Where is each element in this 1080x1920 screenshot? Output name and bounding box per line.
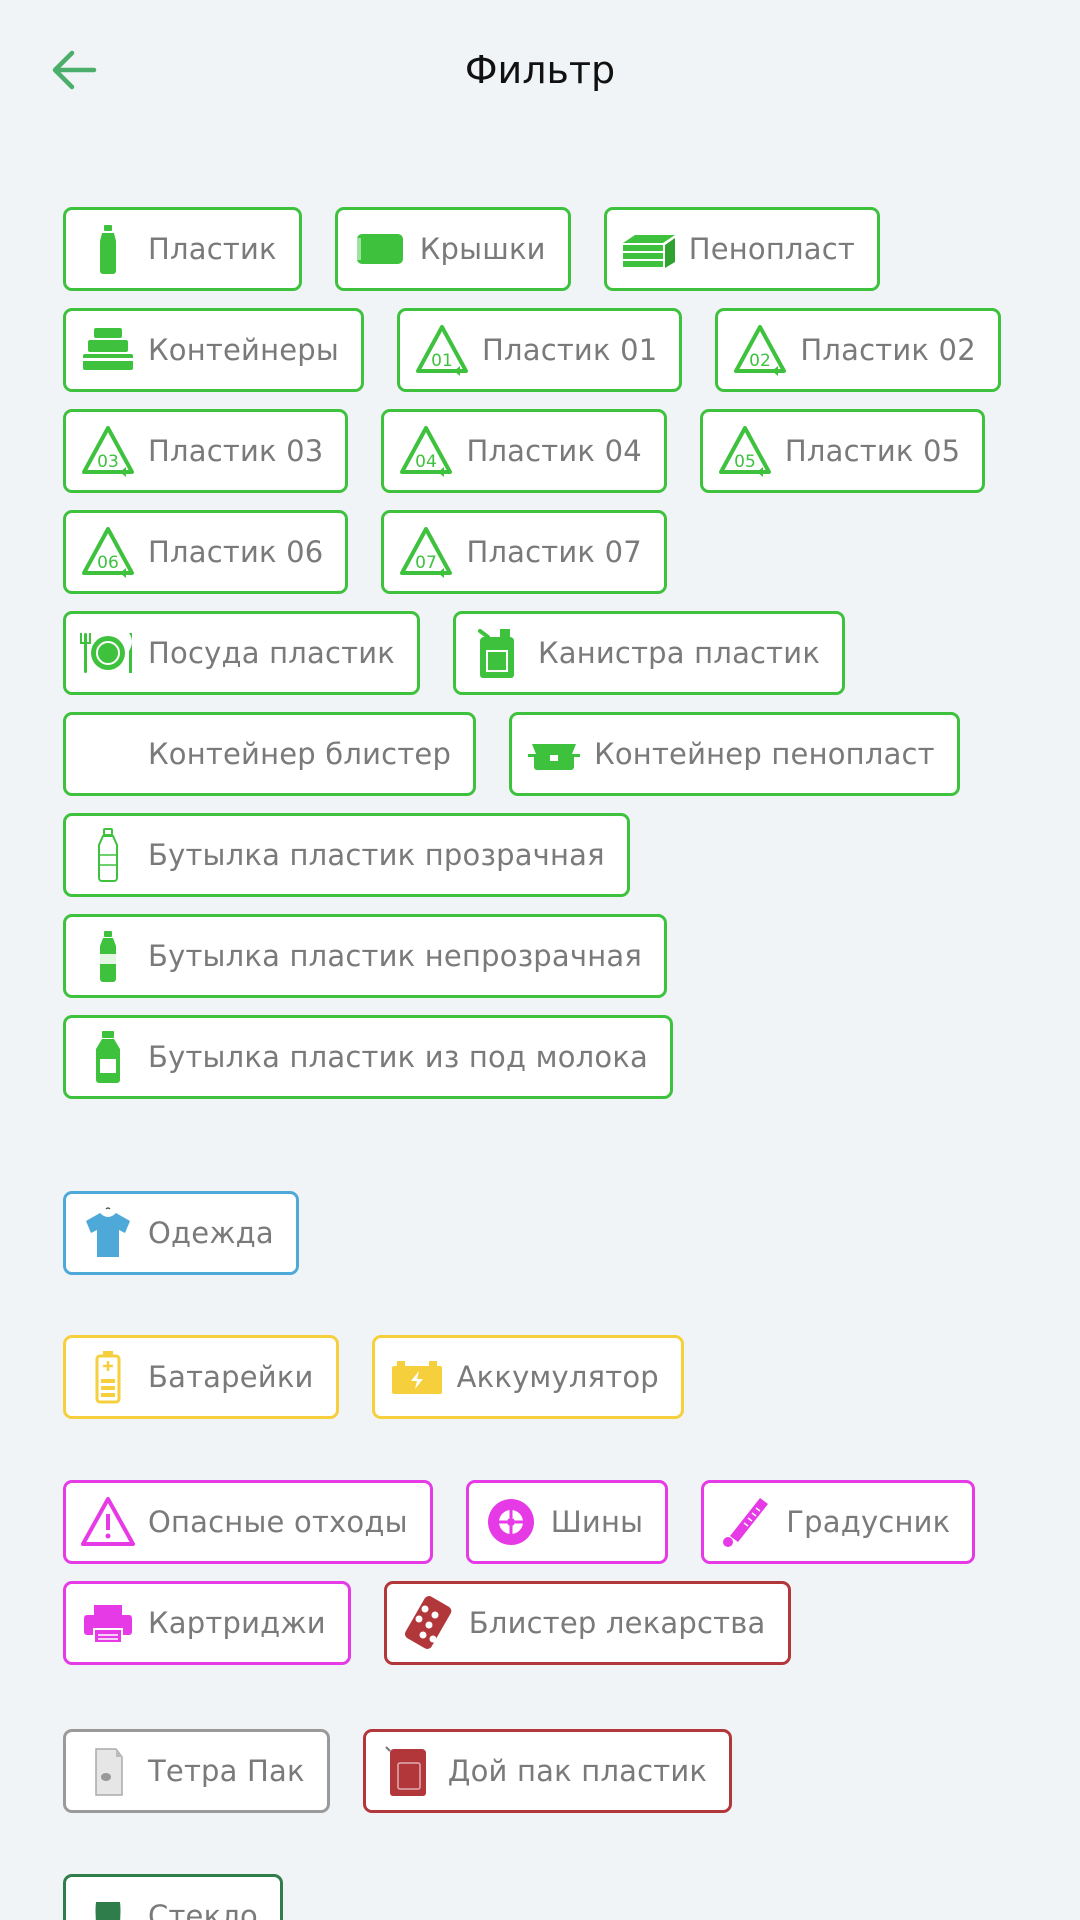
filter-chip-plastic[interactable]: Пластик (63, 207, 302, 291)
filter-chip-tires[interactable]: Шины (465, 1480, 669, 1564)
filter-group-plastic: Пластик Крышки Пенопласт Контейнеры 01 П… (63, 207, 1043, 1099)
plate-cutlery-icon (80, 625, 136, 681)
svg-text:06: 06 (97, 553, 119, 573)
filter-group-hazardous: Опасные отходы Шины Градусник Картриджи … (63, 1480, 1043, 1665)
filter-chip-batteries[interactable]: Батарейки (63, 1335, 339, 1419)
filter-chip-glass[interactable]: Стекло (63, 1874, 283, 1920)
arrow-left-icon (52, 50, 97, 90)
filter-chip-foam-container[interactable]: Контейнер пенопласт (509, 712, 960, 796)
recycle-06-icon: 06 (80, 524, 136, 580)
blister-container-icon (80, 726, 136, 782)
filter-chip-hazardous[interactable]: Опасные отходы (63, 1480, 433, 1564)
tire-icon (483, 1494, 539, 1550)
battery-icon (80, 1349, 136, 1405)
clear-bottle-icon (80, 827, 136, 883)
filter-chip-canister[interactable]: Канистра пластик (452, 611, 846, 695)
bottle-cap-icon (352, 221, 408, 277)
filter-chip-caps[interactable]: Крышки (334, 207, 571, 291)
back-button[interactable] (48, 46, 100, 94)
pill-blister-icon (401, 1595, 457, 1651)
recycle-05-icon: 05 (717, 423, 773, 479)
glass-icon (80, 1888, 136, 1920)
filter-chip-plastic-03[interactable]: 03 Пластик 03 (63, 409, 349, 493)
doypack-icon (380, 1743, 436, 1799)
car-battery-icon (389, 1349, 445, 1405)
foam-container-icon (526, 726, 582, 782)
page-title: Фильтр (464, 48, 616, 92)
filter-chip-thermometer[interactable]: Градусник (701, 1480, 976, 1564)
filter-chip-bottle-clear[interactable]: Бутылка пластик прозрачная (63, 813, 630, 897)
svg-text:07: 07 (416, 553, 438, 573)
filter-chip-bottle-milk[interactable]: Бутылка пластик из под молока (63, 1015, 674, 1099)
filter-group-clothes: Одежда (63, 1191, 1043, 1275)
filter-chip-plastic-04[interactable]: 04 Пластик 04 (381, 409, 667, 493)
filter-group-packs: Тетра Пак Дой пак пластик (63, 1729, 1043, 1813)
printer-icon (80, 1595, 136, 1651)
filter-chip-tetra-pak[interactable]: Тетра Пак (63, 1729, 330, 1813)
filter-group-batteries: Батарейки Аккумулятор (63, 1335, 1043, 1419)
filter-chip-plastic-05[interactable]: 05 Пластик 05 (699, 409, 986, 493)
warning-triangle-icon (80, 1494, 136, 1550)
tetra-pak-icon (80, 1743, 136, 1799)
header: Фильтр (0, 0, 1080, 150)
recycle-02-icon: 02 (732, 322, 788, 378)
tshirt-icon (80, 1205, 136, 1261)
filter-group-glass: Стекло (63, 1874, 1043, 1920)
foam-sheets-icon (621, 221, 677, 277)
recycle-03-icon: 03 (80, 423, 136, 479)
containers-stack-icon (80, 322, 136, 378)
filter-chip-car-battery[interactable]: Аккумулятор (371, 1335, 684, 1419)
filter-chip-cartridges[interactable]: Картриджи (63, 1581, 351, 1665)
filter-chip-plastic-dishes[interactable]: Посуда пластик (63, 611, 420, 695)
filter-chip-foam[interactable]: Пенопласт (603, 207, 880, 291)
filter-chip-plastic-01[interactable]: 01 Пластик 01 (396, 308, 683, 392)
canister-icon (470, 625, 526, 681)
filter-chip-containers[interactable]: Контейнеры (63, 308, 364, 392)
filter-chip-clothes[interactable]: Одежда (63, 1191, 299, 1275)
filter-chip-bottle-opaque[interactable]: Бутылка пластик непрозрачная (63, 914, 667, 998)
filter-chip-plastic-02[interactable]: 02 Пластик 02 (715, 308, 1001, 392)
svg-text:04: 04 (416, 452, 438, 472)
opaque-bottle-icon (80, 928, 136, 984)
svg-text:01: 01 (431, 351, 453, 371)
filter-chip-doypack[interactable]: Дой пак пластик (362, 1729, 733, 1813)
filter-chip-blister-container[interactable]: Контейнер блистер (63, 712, 477, 796)
recycle-07-icon: 07 (398, 524, 454, 580)
svg-text:05: 05 (734, 452, 756, 472)
recycle-01-icon: 01 (414, 322, 470, 378)
svg-text:02: 02 (750, 351, 772, 371)
recycle-04-icon: 04 (398, 423, 454, 479)
svg-text:03: 03 (97, 452, 119, 472)
filter-chip-plastic-07[interactable]: 07 Пластик 07 (381, 510, 667, 594)
thermometer-icon (718, 1494, 774, 1550)
plastic-bottle-icon (80, 221, 136, 277)
filter-chip-pill-blister[interactable]: Блистер лекарства (383, 1581, 791, 1665)
milk-bottle-icon (80, 1029, 136, 1085)
filter-chip-plastic-06[interactable]: 06 Пластик 06 (63, 510, 349, 594)
